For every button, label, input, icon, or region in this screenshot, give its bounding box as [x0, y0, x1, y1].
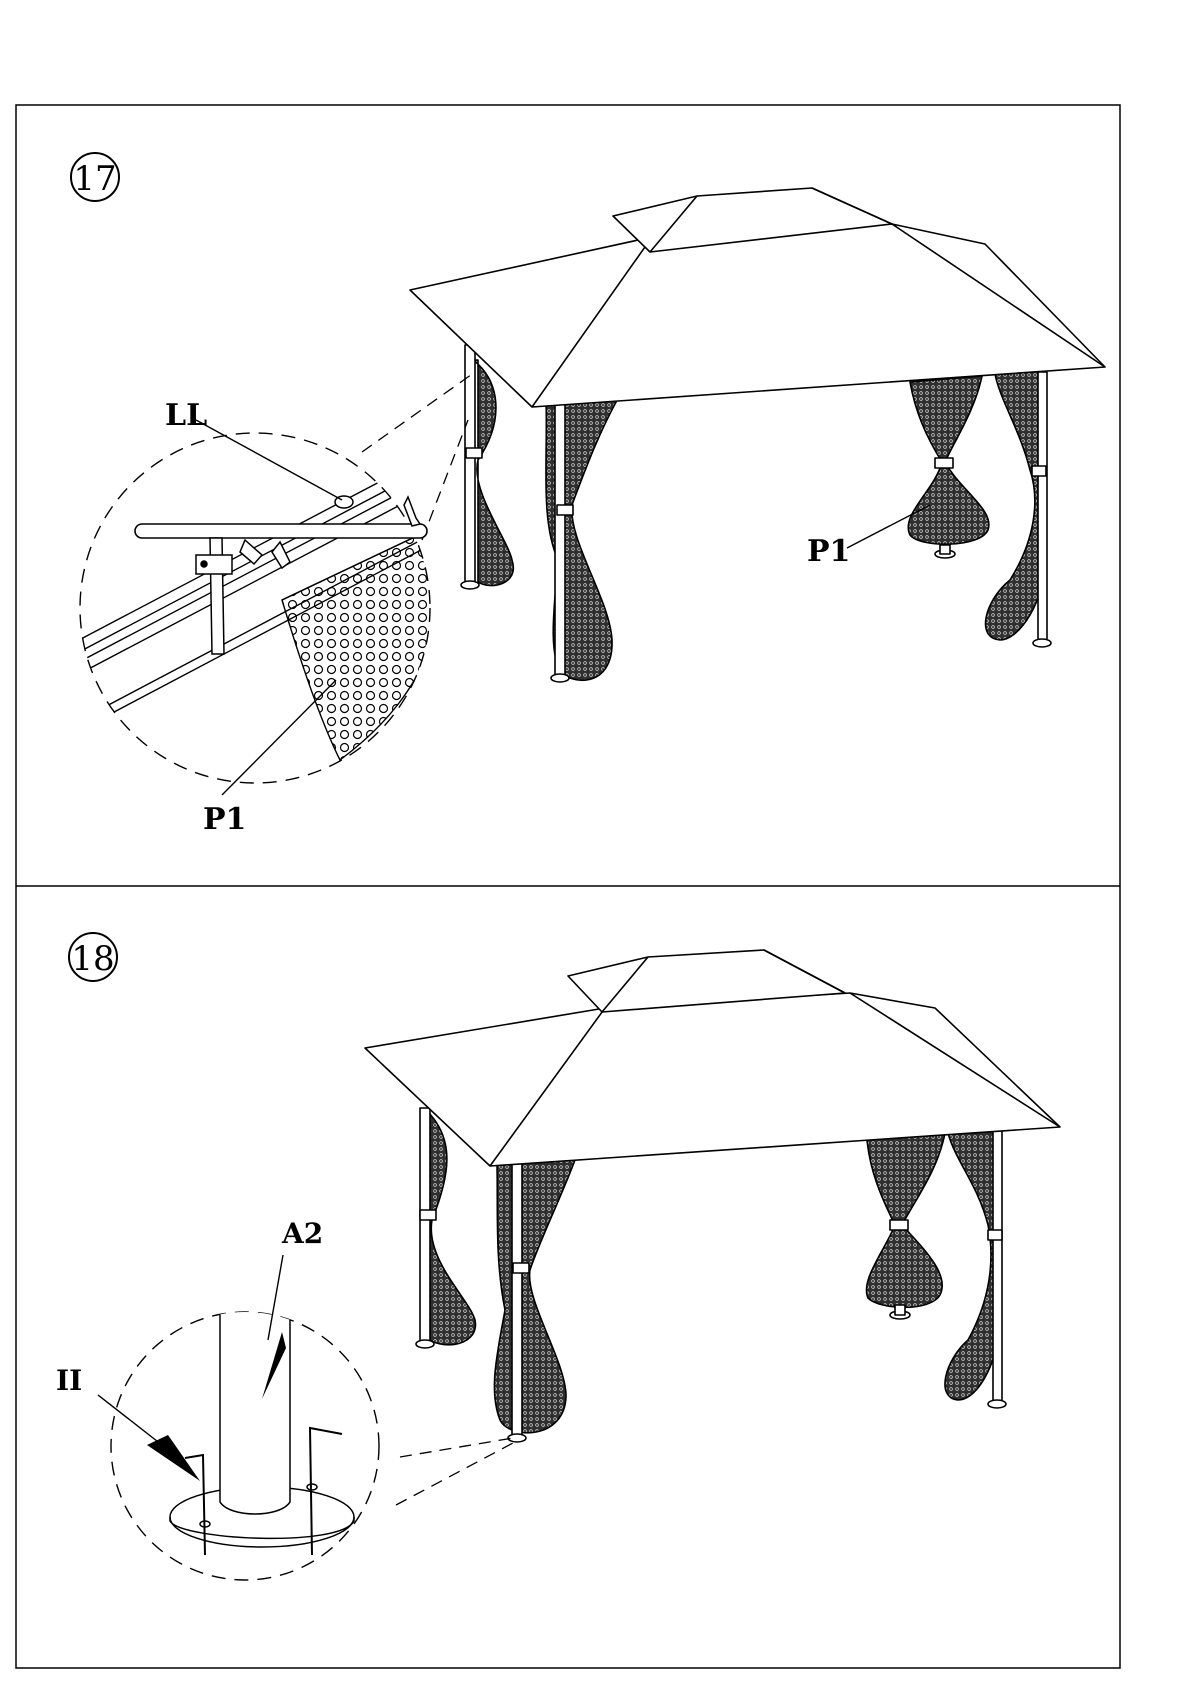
detail-callout-18 — [111, 1310, 379, 1580]
detail-callout-17 — [60, 433, 440, 783]
label-p1-canopy: P1 — [807, 534, 850, 569]
step-18-badge: 18 — [69, 933, 117, 981]
gazebo-18 — [365, 950, 1060, 1442]
label-p1-callout: P1 — [203, 802, 246, 837]
curtain-back-left-18 — [428, 1112, 475, 1345]
step-18: 18 — [56, 933, 1060, 1580]
curtain-front-right-18 — [945, 1128, 1000, 1400]
curtain-front-left-18 — [494, 1160, 575, 1433]
canopy-17 — [410, 188, 1105, 407]
curtain-back-left-17 — [473, 360, 513, 586]
curtain-front-right-17 — [986, 370, 1045, 640]
step-17-number: 17 — [73, 159, 116, 199]
step-18-number: 18 — [71, 939, 114, 979]
step-17: 17 — [60, 153, 1105, 837]
label-a2: A2 — [281, 1217, 323, 1250]
canopy-18 — [365, 950, 1060, 1166]
curtain-rod-17 — [135, 524, 427, 538]
label-ll: LL — [165, 398, 207, 433]
zoom-leader-18 — [396, 1438, 513, 1505]
gazebo-17 — [410, 188, 1105, 682]
label-ii: II — [56, 1364, 82, 1397]
step-17-badge: 17 — [71, 153, 119, 201]
